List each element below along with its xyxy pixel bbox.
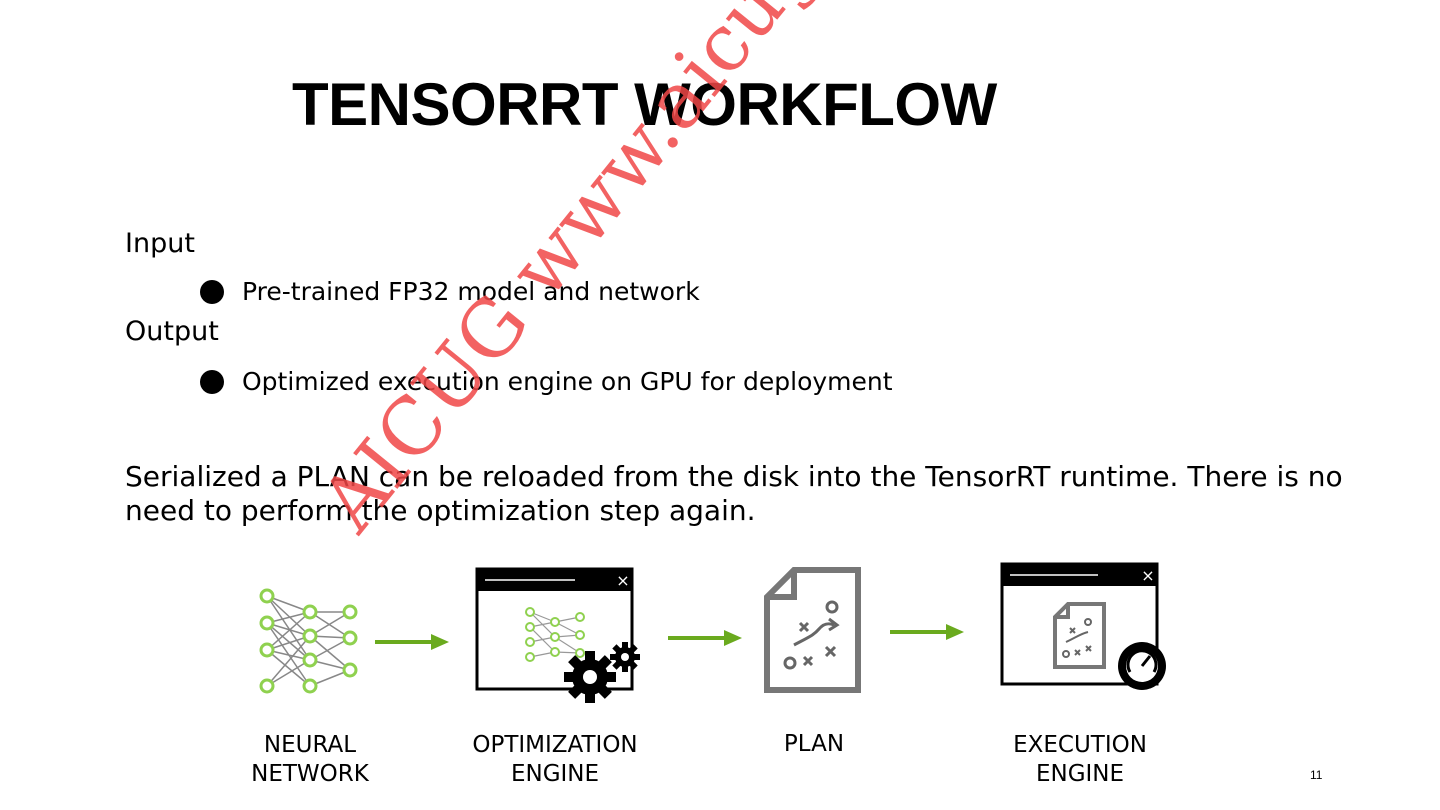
gear-icon (564, 642, 640, 703)
input-heading: Input (125, 228, 195, 259)
plan-document-icon (764, 567, 861, 693)
neural-network-icon (259, 588, 358, 694)
svg-text:×: × (1141, 566, 1154, 585)
arrow-right-icon (890, 624, 964, 640)
input-bullet: Pre-trained FP32 model and network (200, 277, 700, 306)
bullet-dot-icon (200, 369, 224, 394)
plan-description-paragraph: Serialized a PLAN can be reloaded from t… (125, 460, 1343, 527)
output-bullet: Optimized execution engine on GPU for de… (200, 367, 893, 396)
page-number: 11 (1310, 768, 1323, 782)
plan-label: PLAN (783, 731, 845, 757)
output-bullet-text: Optimized execution engine on GPU for de… (242, 367, 893, 396)
input-bullet-text: Pre-trained FP32 model and network (242, 277, 700, 306)
optimization-engine-label: OPTIMIZATION ENGINE (472, 732, 638, 787)
execution-engine-label: EXECUTION ENGINE (1013, 732, 1147, 787)
svg-text:×: × (616, 571, 629, 590)
arrow-right-icon (375, 634, 449, 650)
slide-title: TENSORRT WORKFLOW (292, 71, 997, 138)
optimization-engine-icon: × (475, 567, 640, 703)
bullet-dot-icon (200, 279, 224, 304)
arrow-right-icon (668, 630, 742, 646)
execution-engine-icon: × (1000, 562, 1166, 690)
neural-network-label: NEURAL NETWORK (251, 732, 369, 787)
output-heading: Output (125, 316, 219, 347)
